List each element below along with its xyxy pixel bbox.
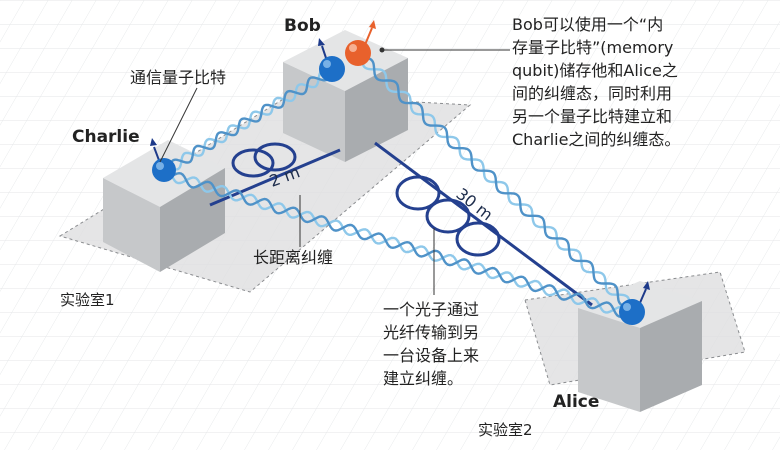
bob-communication-qubit bbox=[318, 38, 345, 82]
fiber-coil bbox=[425, 198, 471, 234]
entanglement-charlie-alice bbox=[171, 171, 629, 319]
entanglement-helices bbox=[168, 56, 632, 319]
fiber-coil bbox=[231, 148, 275, 178]
comm-qubit-label: 通信量子比特 bbox=[130, 68, 227, 87]
fiber-coil bbox=[455, 221, 501, 257]
lab2-label: 实验室2 bbox=[478, 421, 533, 439]
long-distance-label: 长距离纠缠 bbox=[253, 248, 334, 267]
lab1-label: 实验室1 bbox=[60, 291, 115, 309]
entanglement-charlie-bob bbox=[168, 71, 332, 169]
fiber-coil bbox=[253, 142, 297, 172]
node-name-bob: Bob bbox=[284, 16, 321, 36]
entanglement-bob-alice bbox=[362, 56, 630, 308]
lab1-outline bbox=[58, 94, 472, 293]
bob-memory-qubit bbox=[345, 20, 376, 66]
leader-comm-qubit bbox=[159, 87, 198, 163]
photon-note: 一个光子通过 光纤传输到另 一台设备上来 建立纠缠。 bbox=[383, 300, 480, 388]
node-name-alice: Alice bbox=[553, 392, 600, 412]
fiber-coil bbox=[395, 175, 441, 211]
alice-qubit bbox=[619, 281, 650, 325]
charlie-qubit bbox=[150, 138, 176, 182]
bob-box bbox=[283, 30, 408, 162]
node-name-charlie: Charlie bbox=[72, 127, 140, 147]
bob-memory-note: Bob可以使用一个“内 存量子比特”(memory qubit)储存他和Alic… bbox=[512, 15, 681, 149]
